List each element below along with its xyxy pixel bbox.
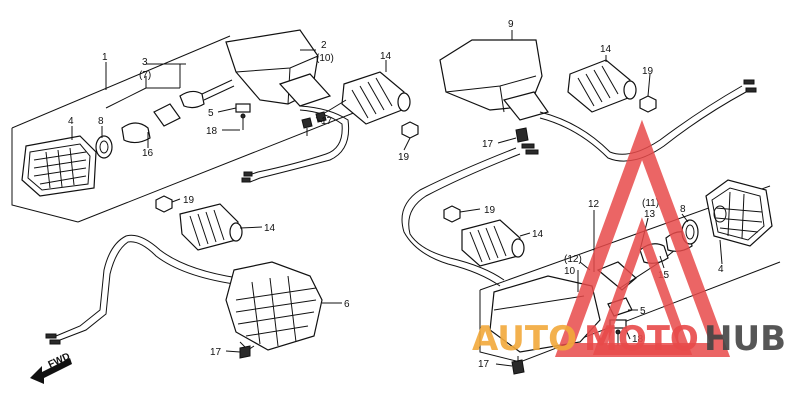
callout-17d: 17 <box>478 359 490 370</box>
callout-14a: 14 <box>380 51 392 62</box>
watermark-hub: HUB <box>704 319 786 359</box>
fwd-direction-arrow: FWD <box>30 351 72 384</box>
callout-12: 12 <box>588 199 600 210</box>
callout-16: 16 <box>142 148 154 159</box>
callout-19b: 19 <box>183 195 195 206</box>
callout-17b: 17 <box>210 347 222 358</box>
left-rear-housing <box>225 29 350 183</box>
right-front-lens <box>705 179 773 247</box>
right-relay-lower <box>443 205 525 267</box>
callout-13: 13 <box>644 209 656 220</box>
callout-19c: 19 <box>642 66 654 77</box>
callout-14c: 14 <box>600 44 612 55</box>
callout-2: 2 <box>321 40 327 51</box>
callout-18b: 18 <box>632 334 644 345</box>
callout-10b: 10 <box>564 266 576 277</box>
right-bolts <box>511 356 525 375</box>
callout-12p: (12) <box>564 254 582 265</box>
callout-18a: 18 <box>206 126 218 137</box>
callout-11: (11) <box>642 198 659 209</box>
callout-6: 6 <box>344 299 350 310</box>
callout-4b: 4 <box>718 264 724 275</box>
callout-19a: 19 <box>398 152 410 163</box>
callout-labels: 1 3 (7) 2 (10) 4 8 16 5 18 17 14 19 19 1… <box>68 19 724 370</box>
callout-9: 9 <box>508 19 514 30</box>
watermark-moto: MOTO <box>584 319 699 359</box>
callout-17a: 17 <box>321 116 333 127</box>
watermark: AUTO MOTO HUB <box>472 119 786 359</box>
leader-lines <box>71 30 723 367</box>
left-lower-signal <box>45 234 323 359</box>
left-bolts <box>301 111 327 136</box>
left-bulb-socket <box>95 79 251 159</box>
callout-3: 3 <box>142 57 148 68</box>
right-wire-harness <box>401 127 539 287</box>
callout-4a: 4 <box>68 116 74 127</box>
right-relay-upper <box>567 59 657 113</box>
callout-15: 15 <box>658 270 670 281</box>
callout-1: 1 <box>102 52 108 63</box>
callout-19d: 19 <box>484 205 496 216</box>
left-front-lens <box>21 135 97 197</box>
left-relay-upper <box>315 71 419 139</box>
callout-8a: 8 <box>98 116 104 127</box>
callout-5a: 5 <box>208 108 214 119</box>
watermark-auto: AUTO <box>472 319 577 359</box>
callout-14d: 14 <box>532 229 544 240</box>
callout-17c: 17 <box>482 139 494 150</box>
callout-7: (7) <box>139 70 151 81</box>
left-relay-lower <box>155 195 243 251</box>
callout-14b: 14 <box>264 223 276 234</box>
callout-5b: 5 <box>640 306 646 317</box>
callout-10a: (10) <box>316 53 334 64</box>
callout-8b: 8 <box>680 204 686 215</box>
left-assembly-outline <box>11 35 357 223</box>
